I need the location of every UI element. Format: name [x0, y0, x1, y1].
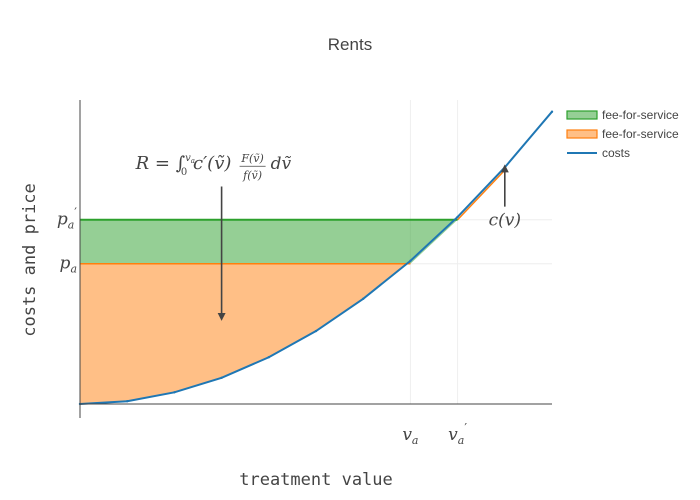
- costs-point-8: [456, 215, 459, 219]
- y-axis-title: costs and price: [20, 183, 40, 337]
- costs-point-3: [220, 376, 223, 380]
- legend[interactable]: fee-for-service fee-for-service costs: [566, 108, 679, 160]
- formula-dv: dṽ: [271, 154, 292, 174]
- x-tick-label-1: va′: [448, 421, 467, 447]
- costs-point-7: [409, 259, 412, 263]
- formula-eq: =: [155, 153, 176, 174]
- y-tick-label-0: pa: [60, 254, 77, 276]
- legend-label-0: fee-for-service: [602, 108, 679, 122]
- orange-fill-area: [80, 260, 411, 404]
- line-layer: [78, 110, 554, 406]
- formula-integral: ∫: [176, 153, 186, 174]
- fill-layer: [80, 219, 458, 404]
- formula-int-lower: 0: [181, 167, 187, 178]
- x-axis-title: treatment value: [239, 470, 393, 490]
- legend-label-1: fee-for-service: [602, 127, 679, 141]
- costs-point-4: [267, 356, 270, 359]
- costs-point-2: [173, 391, 176, 394]
- formula-lhs: R: [135, 153, 155, 174]
- costs-point-6: [362, 297, 365, 300]
- formula-frac-den: f(ṽ): [242, 169, 262, 182]
- formula-int-upper: v: [185, 153, 191, 164]
- legend-item-1[interactable]: fee-for-service: [566, 127, 679, 141]
- costs-point-10: [550, 110, 554, 113]
- legend-item-2[interactable]: costs: [567, 146, 630, 160]
- costs-point-5: [314, 329, 318, 333]
- y-tick-label-1: pa′: [57, 206, 77, 232]
- formula-integrand: c′(ṽ): [187, 153, 231, 174]
- cost-annotation-label: c(v): [489, 211, 521, 231]
- x-tick-label-0: va: [402, 425, 418, 447]
- legend-item-0[interactable]: fee-for-service: [566, 108, 679, 122]
- costs-point-1: [126, 399, 129, 403]
- formula-int-upper-sub: a: [191, 157, 195, 165]
- axis-layer: [79, 100, 552, 418]
- tick-layer: va va′ pa pa′: [57, 206, 468, 447]
- annotation-cost-label: c(v): [489, 164, 521, 231]
- orange-tail-line: [457, 169, 506, 221]
- legend-swatch-1: [566, 129, 598, 139]
- legend-swatch-0: [566, 110, 598, 120]
- chart-title: Rents: [328, 35, 372, 54]
- green-fill-area: [80, 219, 458, 264]
- legend-label-2: costs: [602, 146, 630, 160]
- formula-frac-num: F(ṽ): [240, 152, 263, 165]
